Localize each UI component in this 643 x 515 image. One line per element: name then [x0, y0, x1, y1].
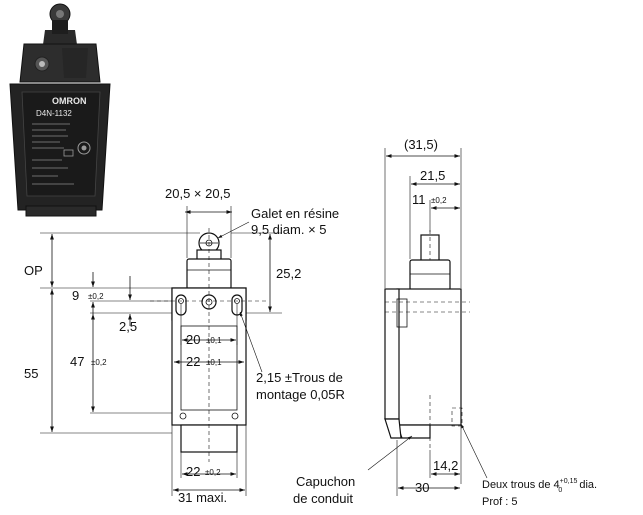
dim-47-label: 47 [70, 354, 84, 369]
brand-logo: OMRON [52, 96, 87, 106]
rear-holes-suffix: dia. [576, 479, 597, 491]
dim-47-tol: ±0,2 [91, 358, 107, 367]
depth-label: Prof : 5 [482, 496, 517, 508]
roller-label-line2: 9,5 diam. × 5 [251, 222, 327, 237]
conduit-label-line2: de conduit [293, 491, 353, 506]
side-view [384, 230, 470, 450]
dim-22a-label: 22 [186, 354, 200, 369]
rear-holes-sup: +0,15 [560, 478, 578, 485]
dim-22a-tol: ±0,1 [206, 358, 222, 367]
dim-11-label: 11 [412, 192, 426, 207]
dim-20-label: 20 [186, 332, 200, 347]
labels: 20,5 × 20,5 Galet en résine 9,5 diam. × … [24, 137, 597, 508]
side-dimensions [367, 148, 488, 496]
dim-22b-label: 22 [186, 464, 200, 479]
holes-label-line2: montage 0,05R [256, 387, 345, 402]
dim-14-2-label: 14,2 [433, 458, 458, 473]
front-view [150, 228, 268, 462]
product-photo: OMRON D4N-1132 [9, 3, 111, 217]
dim-55-label: 55 [24, 366, 38, 381]
rear-holes-prefix: Deux trous de 4 [482, 479, 560, 491]
head-square-label: 20,5 × 20,5 [165, 186, 230, 201]
dim-31-label: 31 maxi. [178, 490, 227, 505]
dim-25-2-label: 25,2 [276, 266, 301, 281]
dim-2-5-label: 2,5 [119, 319, 137, 334]
model-label: D4N-1132 [36, 109, 72, 118]
dim-11-tol: ±0,2 [431, 196, 447, 205]
holes-label-line1: 2,15 ±Trous de [256, 370, 343, 385]
dim-30-label: 30 [415, 480, 429, 495]
dim-21-5-label: 21,5 [420, 168, 445, 183]
rear-holes-label: Deux trous de 4+0,15 0 dia. [482, 478, 597, 494]
front-dimensions [40, 206, 282, 496]
roller-label-line1: Galet en résine [251, 206, 339, 221]
rear-holes-sub: 0 [558, 487, 562, 494]
dim-9-label: 9 [72, 288, 79, 303]
dim-22b-tol: ±0,2 [205, 468, 221, 477]
dim-31-5-label: (31,5) [404, 137, 438, 152]
dim-20-tol: ±0,1 [206, 336, 222, 345]
op-label: OP [24, 263, 43, 278]
conduit-label-line1: Capuchon [296, 474, 355, 489]
dim-9-tol: ±0,2 [88, 292, 104, 301]
